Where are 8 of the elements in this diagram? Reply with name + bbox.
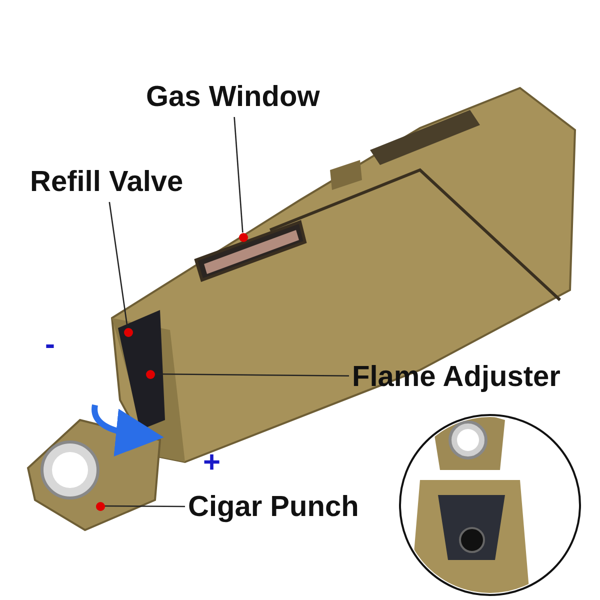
leader-line: [104, 505, 185, 508]
leader-line: [234, 116, 244, 233]
callout-label: Refill Valve: [30, 165, 184, 199]
callout-label: Gas Window: [146, 80, 320, 114]
sign-label: +: [203, 448, 221, 478]
callout-label: Cigar Punch: [188, 490, 359, 524]
sign-label: -: [45, 330, 55, 360]
marker-dot: [238, 232, 248, 242]
